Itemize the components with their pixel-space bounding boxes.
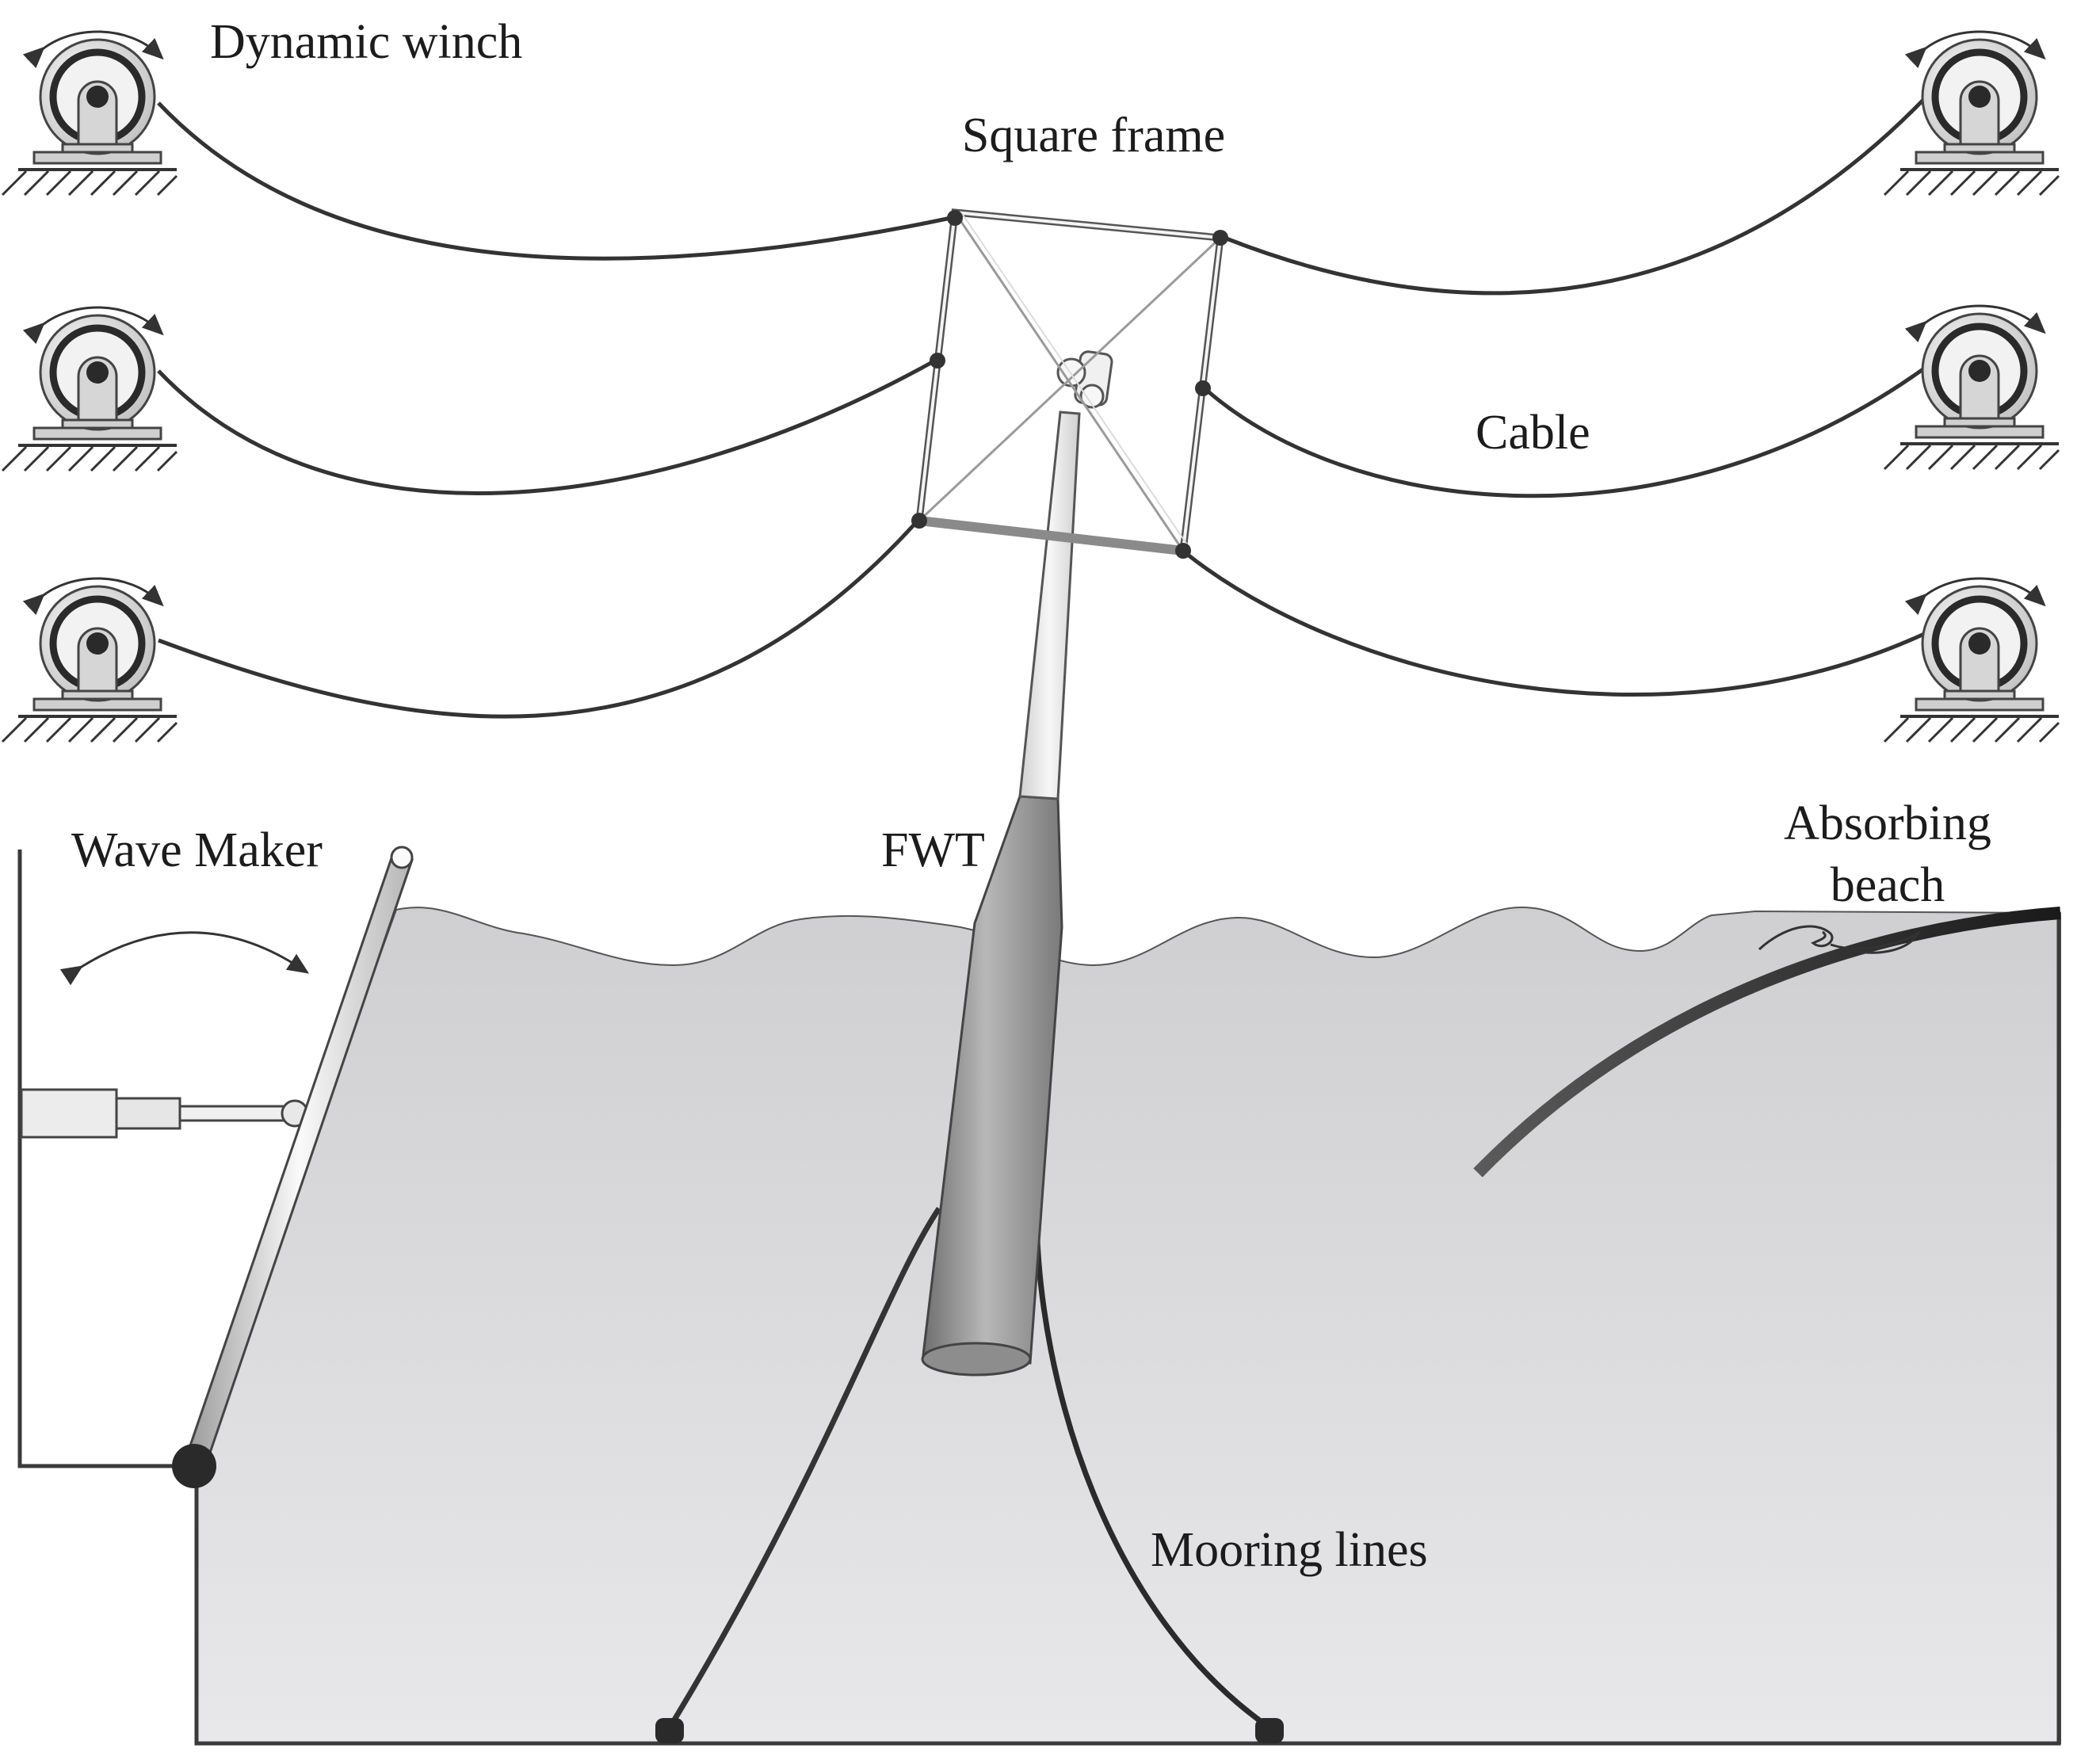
label-wave-maker: Wave Maker (71, 823, 323, 877)
winch-left-bottom (2, 578, 177, 742)
label-dynamic-winch: Dynamic winch (210, 15, 523, 69)
wave-maker-hinge (172, 1444, 216, 1488)
wave-maker-actuator-rod-2 (178, 1105, 288, 1122)
label-fwt: FWT (881, 823, 985, 877)
cable-right-bottom (1183, 551, 1926, 697)
square-frame (911, 208, 1228, 559)
wave-maker (20, 846, 414, 1488)
tank-wall-left (17, 850, 194, 1468)
label-absorbing-beach-line2: beach (1830, 858, 1945, 912)
mooring-anchor-right (1255, 1718, 1284, 1743)
label-cable: Cable (1476, 406, 1590, 460)
wave-maker-actuator-rod-1 (115, 1097, 181, 1130)
label-mooring-lines: Mooring lines (1151, 1523, 1428, 1577)
mooring-anchor-left (655, 1718, 684, 1743)
cables (157, 97, 1926, 719)
cable-left-middle (157, 358, 937, 495)
wave-maker-actuator-cylinder (20, 1088, 118, 1139)
mooring-lines (655, 1207, 1284, 1743)
cable-right-middle (1203, 366, 1926, 498)
absorbing-beach (1473, 907, 2061, 1178)
winch-right-middle (1884, 306, 2059, 469)
tank-floor (194, 913, 2061, 1746)
label-absorbing-beach-line1: Absorbing (1784, 796, 1991, 850)
fwt (921, 350, 1113, 1376)
wave-maker-motion-arrow (59, 931, 310, 986)
cable-left-bottom (158, 519, 919, 719)
winch-left-top (2, 32, 177, 195)
cable-left-top (157, 101, 952, 261)
water-body (196, 906, 2061, 1744)
cable-right-top (1224, 97, 1926, 296)
winch-left-middle (2, 307, 177, 471)
label-square-frame: Square frame (961, 109, 1226, 162)
winch-right-bottom (1884, 578, 2059, 742)
